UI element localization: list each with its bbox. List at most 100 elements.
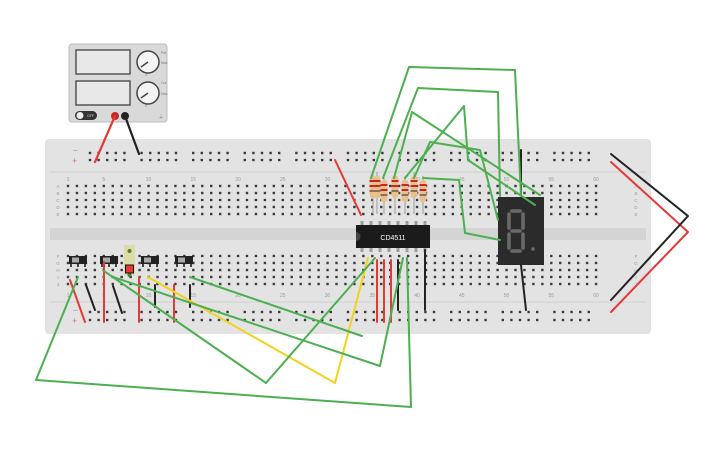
rail-hole[interactable] xyxy=(424,310,427,314)
breadboard-hole[interactable] xyxy=(353,254,356,258)
breadboard-hole[interactable] xyxy=(192,282,195,286)
breadboard-hole[interactable] xyxy=(165,212,168,216)
breadboard-hole[interactable] xyxy=(550,205,553,209)
breadboard-hole[interactable] xyxy=(236,184,240,188)
rail-hole[interactable] xyxy=(501,158,504,162)
breadboard-hole[interactable] xyxy=(254,268,258,272)
rail-hole[interactable] xyxy=(226,318,229,322)
breadboard-hole[interactable] xyxy=(129,282,132,286)
breadboard-hole[interactable] xyxy=(84,282,88,286)
breadboard-hole[interactable] xyxy=(406,254,410,258)
breadboard-hole[interactable] xyxy=(380,254,383,258)
breadboard-hole[interactable] xyxy=(460,261,463,265)
rail-hole[interactable] xyxy=(114,151,117,155)
breadboard-hole[interactable] xyxy=(299,184,302,188)
breadboard-hole[interactable] xyxy=(218,282,222,286)
breadboard-hole[interactable] xyxy=(263,254,267,258)
breadboard-hole[interactable] xyxy=(380,268,383,272)
breadboard-hole[interactable] xyxy=(165,268,168,272)
breadboard-hole[interactable] xyxy=(362,261,365,265)
rail-hole[interactable] xyxy=(278,151,281,155)
rail-hole[interactable] xyxy=(553,318,556,322)
breadboard-hole[interactable] xyxy=(469,261,472,265)
rail-hole[interactable] xyxy=(260,151,264,155)
rail-hole[interactable] xyxy=(149,318,152,322)
breadboard-hole[interactable] xyxy=(353,261,356,265)
breadboard-hole[interactable] xyxy=(120,205,123,209)
breadboard-hole[interactable] xyxy=(496,205,499,209)
breadboard-hole[interactable] xyxy=(174,212,177,216)
breadboard-hole[interactable] xyxy=(156,275,159,279)
breadboard-hole[interactable] xyxy=(576,212,580,216)
breadboard-hole[interactable] xyxy=(75,205,79,209)
wire-green-top-3[interactable] xyxy=(393,111,541,196)
rail-hole[interactable] xyxy=(321,158,324,162)
breadboard-hole[interactable] xyxy=(210,198,213,202)
rail-hole[interactable] xyxy=(123,158,126,162)
breadboard-hole[interactable] xyxy=(263,275,267,279)
breadboard-hole[interactable] xyxy=(326,261,329,265)
rail-hole[interactable] xyxy=(174,151,178,155)
breadboard-hole[interactable] xyxy=(397,254,401,258)
breadboard-hole[interactable] xyxy=(415,212,419,216)
breadboard-hole[interactable] xyxy=(371,282,374,286)
rail-hole[interactable] xyxy=(355,310,358,314)
switch-knob[interactable] xyxy=(103,257,110,263)
breadboard-hole[interactable] xyxy=(487,212,490,216)
rail-hole[interactable] xyxy=(97,318,100,322)
rail-hole[interactable] xyxy=(398,318,401,322)
breadboard-hole[interactable] xyxy=(469,254,472,258)
breadboard-hole[interactable] xyxy=(66,191,70,195)
breadboard-hole[interactable] xyxy=(389,205,392,209)
breadboard-hole[interactable] xyxy=(532,282,535,286)
breadboard-hole[interactable] xyxy=(281,261,284,265)
rail-hole[interactable] xyxy=(123,151,126,155)
breadboard-hole[interactable] xyxy=(129,184,132,188)
breadboard-hole[interactable] xyxy=(532,268,535,272)
breadboard-hole[interactable] xyxy=(344,212,347,216)
rail-hole[interactable] xyxy=(114,310,117,314)
switch-knob[interactable] xyxy=(144,257,151,263)
rail-hole[interactable] xyxy=(252,158,255,162)
rail-hole[interactable] xyxy=(587,151,590,155)
rail-hole[interactable] xyxy=(166,151,169,155)
breadboard-hole[interactable] xyxy=(174,282,177,286)
rail-hole[interactable] xyxy=(295,318,298,322)
breadboard-hole[interactable] xyxy=(147,268,150,272)
breadboard-hole[interactable] xyxy=(326,205,329,209)
breadboard-hole[interactable] xyxy=(210,184,213,188)
breadboard-hole[interactable] xyxy=(496,282,499,286)
breadboard-hole[interactable] xyxy=(156,282,159,286)
breadboard-hole[interactable] xyxy=(290,212,293,216)
rail-hole[interactable] xyxy=(372,318,375,322)
breadboard-hole[interactable] xyxy=(156,191,159,195)
breadboard-hole[interactable] xyxy=(236,254,240,258)
breadboard-hole[interactable] xyxy=(120,275,123,279)
breadboard-hole[interactable] xyxy=(478,282,481,286)
breadboard-hole[interactable] xyxy=(201,184,204,188)
breadboard-hole[interactable] xyxy=(290,254,293,258)
breadboard-hole[interactable] xyxy=(299,198,302,202)
breadboard-hole[interactable] xyxy=(585,212,589,216)
rail-hole[interactable] xyxy=(527,318,530,322)
rail-hole[interactable] xyxy=(200,310,203,314)
resistor-array[interactable] xyxy=(369,172,427,214)
wire-red-right-rail[interactable] xyxy=(610,161,689,313)
breadboard-hole[interactable] xyxy=(147,205,150,209)
breadboard-hole[interactable] xyxy=(505,191,508,195)
breadboard-hole[interactable] xyxy=(201,282,204,286)
rail-hole[interactable] xyxy=(88,310,92,314)
breadboard-hole[interactable] xyxy=(245,254,249,258)
breadboard-hole[interactable] xyxy=(585,268,589,272)
breadboard-hole[interactable] xyxy=(415,205,419,209)
rail-hole[interactable] xyxy=(424,158,427,162)
breadboard-hole[interactable] xyxy=(290,205,293,209)
breadboard-hole[interactable] xyxy=(344,282,347,286)
breadboard-hole[interactable] xyxy=(102,198,105,202)
rail-hole[interactable] xyxy=(278,158,281,162)
breadboard-hole[interactable] xyxy=(299,261,302,265)
rail-hole[interactable] xyxy=(475,310,479,314)
breadboard-hole[interactable] xyxy=(523,191,526,195)
breadboard-hole[interactable] xyxy=(192,205,195,209)
breadboard-hole[interactable] xyxy=(210,254,213,258)
